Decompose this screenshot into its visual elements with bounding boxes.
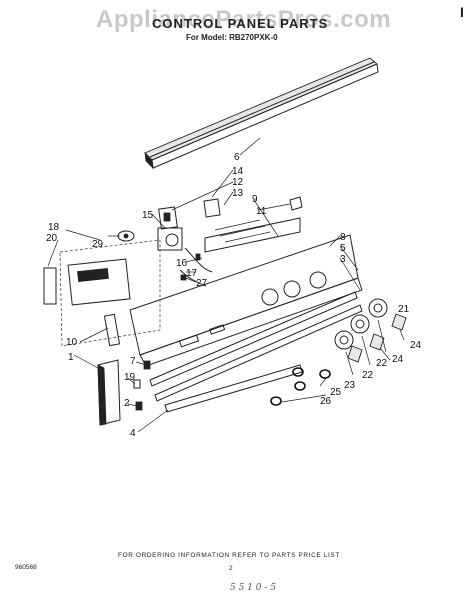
callout-6: 6	[234, 152, 240, 163]
part-25-26-grommets	[270, 367, 331, 406]
diagram-title: CONTROL PANEL PARTS	[152, 16, 329, 31]
part-6-top-trim	[144, 57, 379, 170]
part-1-end-cap	[97, 359, 121, 426]
callout-7: 7	[130, 356, 136, 367]
part-16-17-wiring	[179, 247, 213, 287]
callout-9: 9	[252, 194, 258, 205]
callout-17: 17	[186, 268, 198, 279]
part-18-20-clock-module	[43, 239, 161, 347]
document-code: 960568	[15, 564, 37, 571]
callout-29: 29	[92, 239, 104, 250]
callout-labels: 6 14 12 13 9 11 15 8 5 3 18 20 29 16 17 …	[46, 152, 422, 439]
leader-lines	[47, 137, 405, 433]
part-29-clip	[117, 230, 135, 242]
part-7-19-2-clips	[133, 360, 151, 411]
part-9-mounting-plate	[204, 196, 303, 253]
callout-13: 13	[232, 188, 244, 199]
part-15-relay	[157, 227, 183, 251]
handwritten-note: 5 5 1 0 - 5	[230, 583, 276, 593]
callout-22b: 22	[362, 370, 374, 381]
callout-2: 2	[124, 398, 130, 409]
callout-21: 21	[398, 304, 410, 315]
callout-15: 15	[142, 210, 154, 221]
part-10-bracket	[103, 313, 121, 347]
page-number: 2	[229, 565, 233, 572]
callout-8: 8	[340, 232, 346, 243]
callout-27: 27	[196, 278, 208, 289]
callout-12: 12	[232, 177, 244, 188]
part-8-control-panel	[129, 234, 363, 367]
callout-16: 16	[176, 258, 188, 269]
callout-24b: 24	[392, 354, 404, 365]
callout-1: 1	[68, 352, 74, 363]
corner-mark: I	[460, 4, 464, 20]
callout-10: 10	[66, 337, 78, 348]
part-14-switches	[158, 198, 221, 230]
callout-18: 18	[48, 222, 60, 233]
callout-11: 11	[256, 206, 267, 217]
part-21-24-knobs	[334, 298, 407, 363]
ordering-note: FOR ORDERING INFORMATION REFER TO PARTS …	[118, 552, 340, 559]
callout-26: 26	[320, 396, 332, 407]
callout-22a: 22	[376, 358, 388, 369]
callout-3: 3	[340, 254, 346, 265]
callout-25: 25	[330, 387, 342, 398]
callout-5: 5	[340, 243, 346, 254]
callout-4: 4	[130, 428, 136, 439]
part-4-bottom-strip	[164, 364, 303, 413]
part-5-3-trim-strips	[149, 291, 363, 402]
callout-20: 20	[46, 233, 58, 244]
callout-14: 14	[232, 166, 244, 177]
callout-23: 23	[344, 380, 356, 391]
callout-24a: 24	[410, 340, 422, 351]
watermark: AppliancePartsPros.com	[96, 6, 392, 33]
model-subtitle: For Model: RB270PXK-0	[186, 33, 278, 42]
callout-19: 19	[124, 372, 136, 383]
